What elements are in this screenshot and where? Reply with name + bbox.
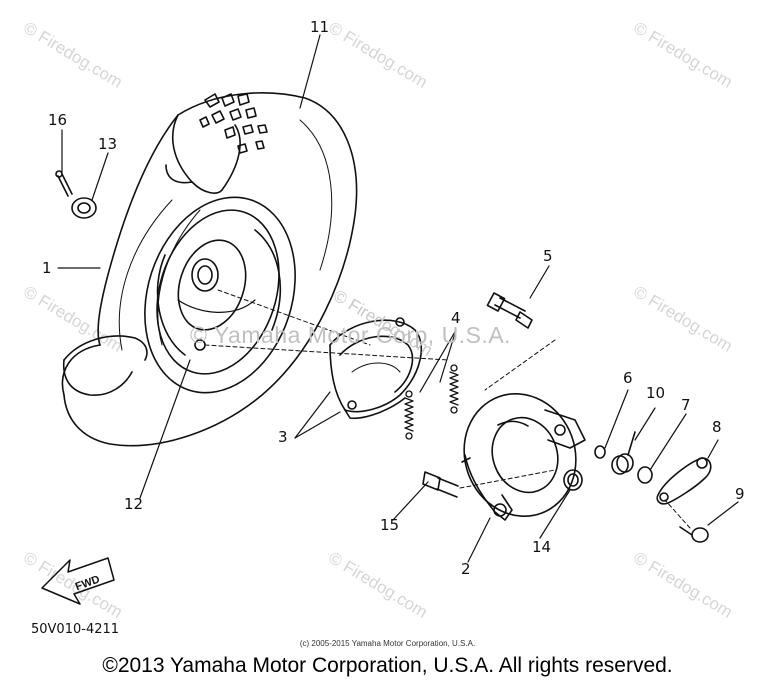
callout-11: 11 bbox=[310, 18, 330, 36]
callout-3: 3 bbox=[278, 428, 288, 446]
callout-12: 12 bbox=[124, 495, 144, 513]
small-copyright: (c) 2005-2015 Yamaha Motor Corporation, … bbox=[299, 639, 476, 648]
axle-nut bbox=[71, 197, 97, 219]
camshaft bbox=[486, 292, 533, 329]
lever-bolt bbox=[679, 526, 709, 543]
brake-panel bbox=[461, 392, 586, 521]
torsion-spring bbox=[611, 431, 636, 475]
o-ring bbox=[594, 445, 606, 459]
callout-13: 13 bbox=[98, 135, 118, 153]
brake-springs bbox=[404, 364, 459, 440]
wheel-rim bbox=[144, 196, 296, 394]
callout-8: 8 bbox=[712, 418, 722, 436]
callout-9: 9 bbox=[735, 485, 745, 503]
callout-10: 10 bbox=[646, 384, 666, 402]
callout-2: 2 bbox=[461, 560, 471, 578]
overlay-watermark: © Yamaha Motor Corp, U.S.A. bbox=[190, 322, 512, 348]
cam-lever bbox=[656, 457, 712, 505]
collar bbox=[563, 469, 583, 491]
callout-15: 15 bbox=[380, 516, 400, 534]
fwd-arrow bbox=[41, 557, 115, 605]
fwd-label: FWD bbox=[74, 573, 102, 593]
callout-5: 5 bbox=[543, 247, 553, 265]
callout-6: 6 bbox=[623, 369, 633, 387]
callout-4: 4 bbox=[451, 309, 461, 327]
callout-16: 16 bbox=[48, 111, 68, 129]
callout-7: 7 bbox=[681, 396, 691, 414]
cotter-pin bbox=[55, 170, 73, 197]
flange-bolt bbox=[422, 471, 459, 498]
callout-14: 14 bbox=[532, 538, 552, 556]
callout-1: 1 bbox=[42, 259, 52, 277]
diagram-code: 50V010-4211 bbox=[31, 622, 120, 637]
brake-shoes bbox=[329, 317, 423, 420]
copyright-notice: ©2013 Yamaha Motor Corporation, U.S.A. A… bbox=[102, 654, 673, 677]
washer bbox=[637, 466, 653, 484]
